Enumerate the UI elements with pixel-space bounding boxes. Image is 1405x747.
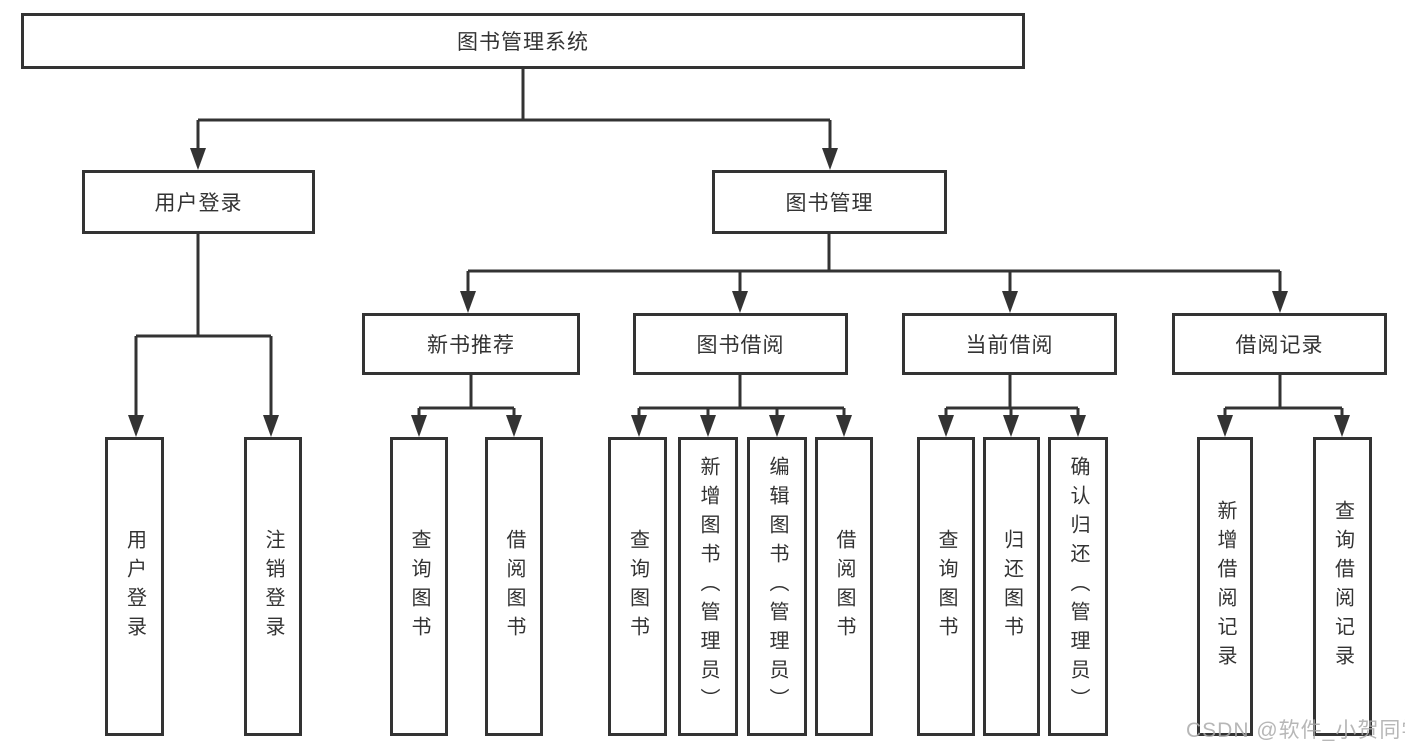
- leaf-add-books-admin: 新增图书（管理员）: [678, 437, 738, 736]
- leaf-query-books-current: 查询图书: [917, 437, 975, 736]
- node-label: 借阅图书: [503, 528, 525, 645]
- leaf-logout: 注销登录: [244, 437, 302, 736]
- node-label: 用户登录: [123, 528, 146, 645]
- node-label: 用户登录: [154, 192, 243, 215]
- node-book-borrow: 图书借阅: [633, 313, 848, 375]
- leaf-return-books: 归还图书: [983, 437, 1040, 736]
- node-label: 编辑图书（管理员）: [766, 456, 788, 717]
- node-label: 查询图书: [935, 528, 957, 645]
- node-label: 借阅记录: [1235, 334, 1324, 357]
- leaf-borrow-books: 借阅图书: [815, 437, 873, 736]
- node-new-book-recommend: 新书推荐: [362, 313, 580, 375]
- leaf-borrow-books-recommend: 借阅图书: [485, 437, 543, 736]
- node-label: 查询图书: [408, 528, 430, 645]
- node-label: 新增借阅记录: [1214, 499, 1236, 674]
- node-label: 查询借阅记录: [1331, 499, 1354, 674]
- node-label: 新书推荐: [427, 334, 515, 357]
- node-label: 借阅图书: [833, 528, 855, 645]
- node-label: 确认归还（管理员）: [1067, 456, 1089, 717]
- leaf-confirm-return-admin: 确认归还（管理员）: [1048, 437, 1108, 736]
- leaf-edit-books-admin: 编辑图书（管理员）: [747, 437, 807, 736]
- node-library-management-system: 图书管理系统: [21, 13, 1025, 69]
- leaf-add-borrow-record: 新增借阅记录: [1197, 437, 1253, 736]
- leaf-query-books-borrow: 查询图书: [608, 437, 667, 736]
- node-label: 当前借阅: [965, 334, 1054, 357]
- node-label: 图书管理: [785, 192, 874, 215]
- node-label: 图书借阅: [696, 334, 785, 357]
- leaf-query-books-recommend: 查询图书: [390, 437, 448, 736]
- node-label: 新增图书（管理员）: [697, 456, 719, 717]
- node-current-borrow: 当前借阅: [902, 313, 1117, 375]
- node-label: 注销登录: [262, 528, 284, 645]
- node-user-login: 用户登录: [82, 170, 315, 234]
- leaf-query-borrow-record: 查询借阅记录: [1313, 437, 1372, 736]
- node-label: 查询图书: [626, 528, 649, 645]
- node-label: 归还图书: [1000, 528, 1023, 645]
- leaf-user-login: 用户登录: [105, 437, 164, 736]
- node-borrow-record: 借阅记录: [1172, 313, 1387, 375]
- node-book-management: 图书管理: [712, 170, 947, 234]
- node-label: 图书管理系统: [457, 31, 589, 54]
